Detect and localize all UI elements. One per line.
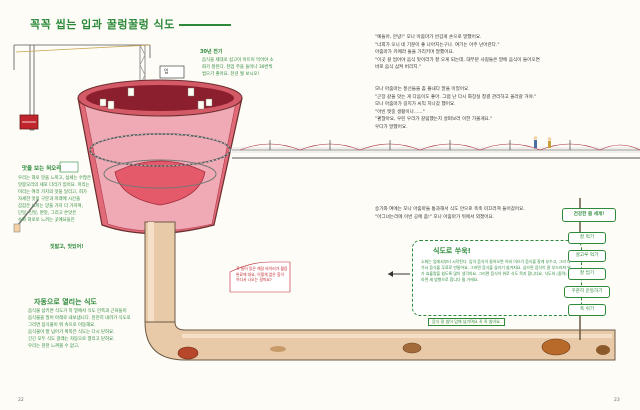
- story-line: "아빈 맷중 생활이나......": [375, 109, 425, 115]
- story-line: "너희가 오니 네 기분이 좋 나아지는구나. 여기는 아주 넌어란다.": [375, 42, 500, 48]
- taste-line: 미리는 여러 가지의 맛을 달리고, 혀가: [18, 190, 87, 195]
- taste-heading: 맛을 보는 혀오리: [22, 166, 62, 172]
- story-line: 승가와 여에는 모나 아줌마들 통과해서 식도 안으로 축축 미끄러져 들어갔어…: [375, 207, 525, 212]
- esophagus-line: 음식물을 밀어 아래로 내보냅니다. 천천히 내려가 식도로: [28, 316, 131, 321]
- teeth-note: 30년 전기: [200, 48, 223, 55]
- speech-title: 식도로 쑤욱!: [433, 247, 471, 255]
- esophagus-line: 음식물이 잘 넘어가 위쪽은 식도는 다시 닫혀요.: [28, 330, 115, 335]
- esophagus-line: 우리는 천천 느껴볼 수 없고,: [28, 344, 80, 349]
- esophagus-heading: 자동으로 열리는 식도: [34, 298, 97, 306]
- page-number-left: 22: [18, 398, 24, 403]
- signpost-item: 푹 쉬기: [568, 304, 606, 316]
- story-line: 바로 음식 삼켜 버리지.": [375, 65, 421, 71]
- speech-text: 소화는 입에서부터 시작된다. 입이 음식이 들어오면 이와 이으가 음식물 잘…: [421, 259, 572, 282]
- page-number-right: 23: [614, 398, 620, 403]
- taste-footer: 짓밟고, 맛있어!: [50, 244, 84, 250]
- story-block-3: 승가와 여에는 모나 아줌마들 통과해서 식도 안으로 축축 미끄러져 들어갔어…: [375, 206, 575, 221]
- esophagus-line: 그리면 음식물이 위 속으로 이동해요.: [28, 323, 96, 328]
- taste-line: 맛봉오리의 세포 다리가 있어요. 미리는: [18, 183, 90, 188]
- signpost-item: 잘 먹기: [568, 232, 606, 244]
- signpost-item: 잘 씹기: [568, 268, 606, 280]
- story-line: "이곳 걸 씹어야 음식 맛이라가 잘 오게 되는데, 대부분 사람들은 말에 …: [375, 57, 540, 63]
- story-block-1: "예들아, 안녕!" 모나 아줌마가 반갑게 손으로 말했어요. "너희가 오니…: [375, 34, 610, 72]
- taste-line: 갑갑은 느끼는 양을 가지 더 가지며,: [18, 204, 83, 209]
- taste-line: 단맛, 신맛, 짠맛, 그리고 쓴맛은: [18, 211, 77, 216]
- taste-line: 자세한 맛의 구분과 미래에 시간을: [18, 197, 81, 202]
- signpost-header: 건강한 몸 세개!: [562, 208, 616, 222]
- esophagus-line: 음식물 삼키면 식도가 목 밑에서 식도 안쪽과 근육들이: [28, 309, 127, 314]
- teeth-heading: 30년 전기: [200, 49, 223, 55]
- story-line: "아그녀는리에 이번 공에 좀!" 모나 아줌마가 뒤에서 외쳤어요.: [375, 214, 495, 220]
- teeth-text: 음식을 제대로 섭고이 이트이 먹어야 소화가 잘된다. 천업 주을 들어나 3…: [202, 58, 274, 77]
- esophagus-line: 긴긴 모두 식도 걸래는 자동으로 열리고 닫혀요.: [28, 337, 115, 342]
- page-title-text: 꼭꼭 씹는 입과 꿀렁꿀렁 식도: [30, 18, 175, 31]
- note-text: 꼭 들어 있은 해달 바이러가 젊음 완료에 대요, 이렇게 없은 힘이 어디서…: [236, 266, 288, 283]
- speech-bubble: 식도로 쑤욱! 소화는 입에서부터 시작된다. 입이 음식이 들어오면 이와 이…: [412, 240, 582, 316]
- page-title: 꼭꼭 씹는 입과 꿀렁꿀렁 식도: [30, 16, 231, 32]
- story-line: "곤장 같을 맛는 게 다음이도 좋아. 그럼 난 다시 화장실 청결 관리하고…: [375, 94, 537, 100]
- taste-line: 우리는 혀로 맛을 느끼고, 섬세는 수많은: [18, 176, 92, 181]
- story-line: 모나 아줌마는 풍선들을 좀 볼내다 말을 이었어요.: [375, 87, 470, 92]
- story-line: "예들아, 안녕!" 모나 아줌마가 반갑게 손으로 말했어요.: [375, 35, 482, 40]
- mouth-label: 입: [164, 69, 169, 75]
- story-line: 모나 아줌마가 길지가 씨익 지나갔 했어요.: [375, 102, 456, 108]
- story-line: "괜찮아요, 우린 우리가 갈림했는지 살펴보러 이한 가볼게요.": [375, 117, 493, 123]
- taste-text: 우리는 혀로 맛을 느끼고, 섬세는 수많은 맛봉오리의 세포 다리가 있어요.…: [18, 175, 98, 224]
- crane-icon: [13, 44, 151, 131]
- signpost-item: 꾸준히 운동하기: [564, 286, 610, 298]
- taste-line: 쓰와 혀로로 느끼는 곳에요들은: [18, 218, 75, 223]
- tip-text: 음식 잘 씹어 입에 넘기며요 꼭 꼭 씹어요.: [432, 319, 502, 324]
- tip-box: 음식 잘 씹어 입에 넘기며요 꼭 꼭 씹어요.: [428, 318, 506, 326]
- esophagus-text: 음식물 삼키면 식도가 목 밑에서 식도 안쪽과 근육들이 음식물을 밀어 아래…: [28, 308, 148, 350]
- story-line: 우다가 말했어요.: [375, 124, 408, 130]
- signpost-item: 골고루 먹기: [568, 250, 606, 262]
- story-block-2: 모나 아줌마는 풍선들을 좀 볼내다 말을 이었어요. "곤장 같을 맛는 게 …: [375, 86, 610, 132]
- story-line: 아줌마가 카메라 돌을 가리키며 말했어요.: [375, 50, 455, 56]
